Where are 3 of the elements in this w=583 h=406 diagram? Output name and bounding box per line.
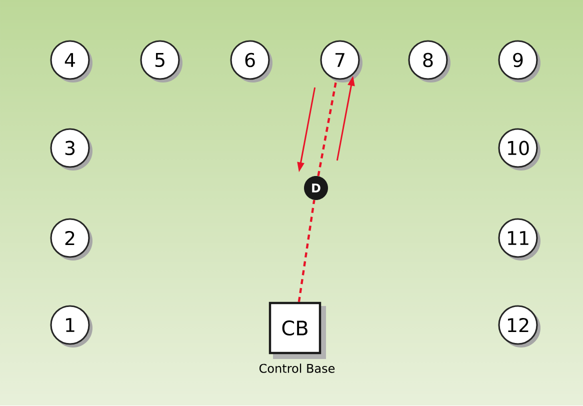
node-label: Control Base xyxy=(259,364,335,373)
base-box: CB xyxy=(268,302,322,354)
dashed-line xyxy=(298,200,316,302)
